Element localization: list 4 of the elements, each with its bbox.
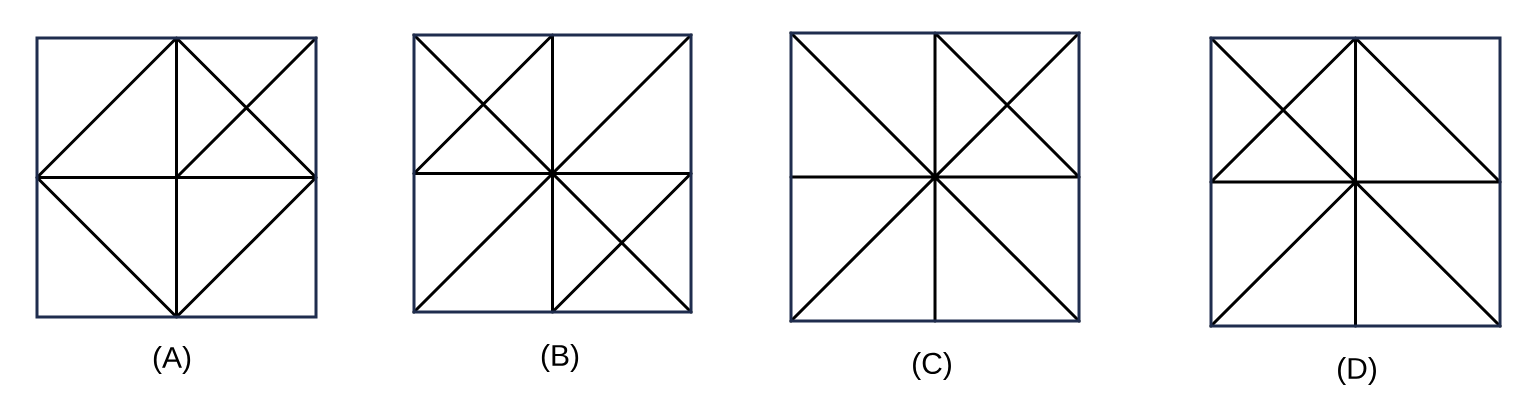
figure-label: (C): [913, 352, 951, 380]
figure-label: (A): [153, 346, 191, 374]
figure-label: (B): [541, 344, 579, 372]
figure-label: (D): [1338, 357, 1376, 385]
